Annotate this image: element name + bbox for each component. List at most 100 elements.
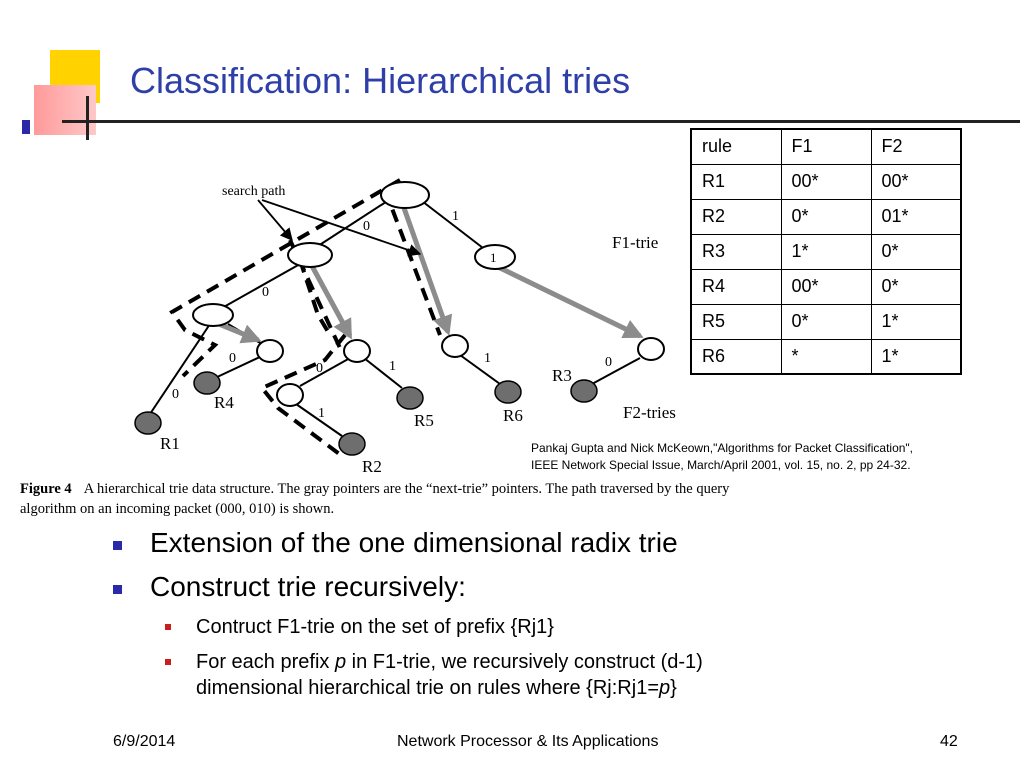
search-path-label: search path — [222, 184, 285, 199]
f2-tries-label: F2-tries — [623, 403, 676, 422]
bullet-marker — [113, 585, 122, 594]
edge-a-r4 — [214, 355, 263, 379]
footer-course: Network Processor & Its Applications — [397, 733, 659, 750]
edge-b-r5 — [363, 357, 403, 389]
rule-label-r3: R3 — [552, 366, 572, 385]
table-cell: 0* — [780, 198, 872, 235]
rule-node-r5 — [396, 386, 424, 410]
citation: Pankaj Gupta and Nick McKeown,"Algorithm… — [531, 440, 1011, 474]
edge-d-r6 — [459, 354, 501, 385]
search-arrow-1 — [257, 199, 293, 241]
edge-n0-n00 — [221, 263, 301, 309]
node-b — [343, 339, 371, 363]
edge-label-root-1: 1 — [452, 209, 459, 224]
edge-label-n0-0c: 0 — [316, 361, 323, 376]
title-underline — [62, 120, 1020, 123]
figure-caption-label: Figure 4 — [20, 481, 72, 497]
rule-node-r4 — [193, 371, 221, 395]
edge-root-n1 — [417, 197, 484, 249]
node-c — [276, 383, 304, 407]
search-path-dashed — [169, 178, 402, 458]
edge-e-r3 — [591, 357, 641, 385]
rule-label-r4: R4 — [214, 393, 234, 412]
search-arrow-2 — [261, 199, 422, 257]
edge-label-g-1: 1 — [484, 351, 491, 366]
table-cell: R2 — [690, 198, 782, 235]
node-d — [441, 334, 469, 358]
edge-label-n0-0: 0 — [262, 285, 269, 300]
edge-label-root-0: 0 — [363, 219, 370, 234]
table-row: R2 0* 01* — [690, 198, 962, 235]
table-cell: 1* — [780, 233, 872, 270]
table-cell: R5 — [690, 303, 782, 340]
node-n1 — [474, 244, 516, 270]
title-decoration-vline — [86, 96, 89, 140]
edge-label-n00-0: 0 — [229, 351, 236, 366]
sub-bullet-2-line1-pre: For each prefix — [196, 651, 335, 673]
table-row: R3 1* 0* — [690, 233, 962, 270]
table-cell: 0* — [870, 233, 962, 270]
pointer-root-d — [401, 207, 453, 336]
table-row: R5 0* 1* — [690, 303, 962, 340]
sub-bullet-marker — [165, 624, 171, 630]
f1-trie-label: F1-trie — [612, 233, 658, 252]
edge-label-n1-0: 0 — [605, 355, 612, 370]
bullet-1-text: Extension of the one dimensional radix t… — [150, 527, 678, 558]
sub-bullet-2-line1-var: p — [334, 651, 347, 673]
node-n00 — [192, 303, 234, 327]
table-cell: 00* — [780, 163, 872, 200]
node-e — [637, 337, 665, 361]
edge-label-n1-1: 1 — [490, 250, 497, 265]
table-row: R6 * 1* — [690, 338, 962, 375]
rule-label-r6: R6 — [503, 406, 523, 425]
bullet-marker — [113, 541, 122, 550]
table-cell: 00* — [870, 163, 962, 200]
sub-bullet-1-text: Contruct F1-trie on the set of prefix {R… — [196, 616, 554, 638]
edge-label-b-1: 1 — [318, 406, 325, 421]
edge-root-n0 — [317, 197, 393, 247]
pointer-n0-b — [309, 264, 353, 340]
table-cell: R6 — [690, 338, 782, 375]
search-path-arrows — [257, 199, 422, 257]
pointer-n1-e — [494, 263, 644, 339]
rule-node-r2 — [338, 432, 366, 456]
table-cell: 00* — [780, 268, 872, 305]
footer-date: 6/9/2014 — [113, 733, 176, 750]
table-cell: 0* — [870, 268, 962, 305]
rule-node-r6 — [494, 380, 522, 404]
table-cell: 1* — [870, 303, 962, 340]
table-cell: 1* — [870, 338, 962, 375]
rule-table: rule F1 F2 R1 00* 00* R2 0* 01* R3 1* 0*… — [690, 128, 962, 375]
rule-label-r5: R5 — [414, 411, 434, 430]
table-header-cell: rule — [690, 128, 782, 165]
table-cell: 01* — [870, 198, 962, 235]
table-cell: R4 — [690, 268, 782, 305]
table-row: rule F1 F2 — [690, 128, 962, 165]
title-decoration-pink — [34, 85, 96, 135]
rule-node-r1 — [134, 411, 162, 435]
table-row: R1 00* 00* — [690, 163, 962, 200]
node-n0 — [287, 242, 333, 268]
sub-bullet-2-text: For each prefix p in F1-trie, we recursi… — [196, 649, 703, 701]
table-cell: R1 — [690, 163, 782, 200]
edge-b-c — [299, 357, 351, 387]
table-header-cell: F1 — [780, 128, 872, 165]
next-trie-pointers — [213, 207, 644, 344]
edge-label-n0-1: 1 — [389, 359, 396, 374]
footer-page-number: 42 — [940, 733, 958, 750]
rule-node-r3 — [570, 379, 598, 403]
edge-c-r2 — [295, 403, 343, 437]
table-row: R4 00* 0* — [690, 268, 962, 305]
citation-line-2: IEEE Network Special Issue, March/April … — [531, 458, 911, 472]
trie-nodes — [192, 181, 665, 407]
title-decoration-blue — [22, 120, 30, 134]
bullet-2-text: Construct trie recursively: — [150, 571, 466, 602]
sub-bullet-2-line2-post: } — [670, 677, 677, 699]
hierarchical-trie-diagram: search path F1-trie F2-tries 0 1 0 1 0 0… — [134, 178, 676, 476]
sub-bullet-2-line2-pre: dimensional hierarchical trie on rules w… — [196, 677, 659, 699]
rule-nodes — [134, 371, 598, 456]
figure-caption-text: A hierarchical trie data structure. The … — [20, 481, 730, 517]
sub-bullet-2-line2-var: p — [659, 677, 671, 699]
table-cell: 0* — [780, 303, 872, 340]
